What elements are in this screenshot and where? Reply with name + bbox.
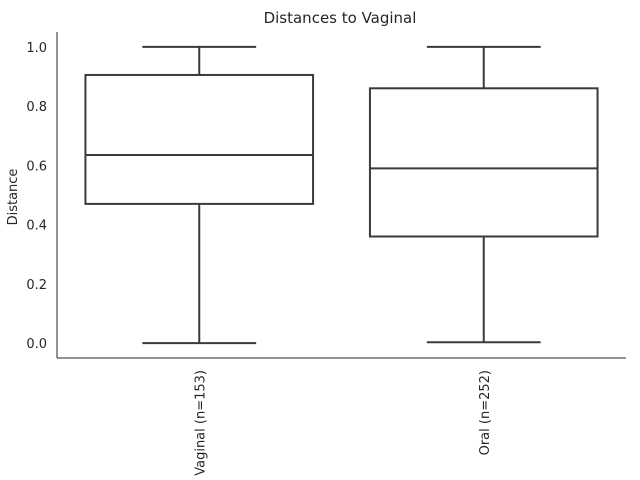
- y-axis-label: Distance: [6, 169, 21, 226]
- y-tick-label: 0.0: [26, 337, 47, 352]
- chart-title: Distances to Vaginal: [264, 9, 417, 27]
- iqr-box: [84, 73, 315, 205]
- x-tick-label: Oral (n=252): [478, 370, 493, 455]
- y-tick-label: 0.6: [26, 159, 47, 174]
- y-tick-label: 0.2: [26, 278, 47, 293]
- y-tick-label: 0.4: [26, 219, 47, 234]
- y-tick-label: 0.8: [26, 100, 47, 115]
- y-tick-label: 1.0: [26, 41, 47, 56]
- x-tick-label: Vaginal (n=153): [193, 370, 208, 476]
- iqr-box: [368, 87, 599, 238]
